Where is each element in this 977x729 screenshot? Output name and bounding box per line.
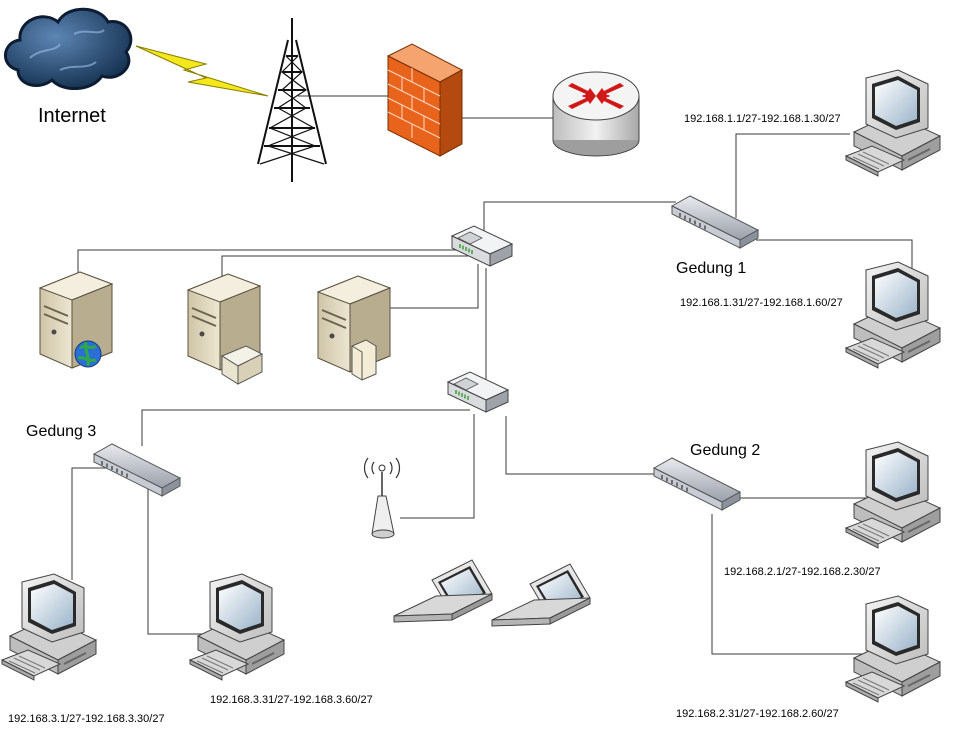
ip-range-label: 192.168.2.31/27-192.168.2.60/27 (676, 708, 839, 720)
workstation-icon (189, 573, 285, 681)
laptop-icon (393, 559, 493, 623)
lightning-icon (135, 45, 269, 97)
switch-gedung3-icon (93, 443, 181, 497)
ip-range-label: 192.168.3.31/27-192.168.3.60/27 (210, 694, 373, 706)
workstation-icon (845, 595, 941, 703)
gedung1-label: Gedung 1 (676, 260, 747, 277)
workstation-icon (1, 573, 97, 681)
firewall-icon (386, 43, 464, 157)
ip-range-label: 192.168.1.1/27-192.168.1.30/27 (684, 113, 841, 125)
gedung2-label: Gedung 2 (690, 442, 761, 459)
internet-cloud-icon (4, 7, 133, 91)
hub-icon (447, 371, 509, 413)
connection-lines (71, 95, 913, 655)
radio-tower-icon (257, 18, 327, 182)
mail-server-icon (187, 273, 264, 385)
hub-icon (451, 225, 513, 267)
workstation-icon (845, 441, 941, 549)
gedung3-label: Gedung 3 (26, 423, 97, 440)
web-server-icon (39, 271, 113, 369)
ip-range-label: 192.168.3.1/27-192.168.3.30/27 (8, 713, 165, 725)
ip-range-label: 192.168.2.1/27-192.168.2.30/27 (724, 566, 881, 578)
switch-gedung2-icon (653, 457, 741, 511)
switch-gedung1-icon (671, 195, 759, 249)
workstation-icon (845, 261, 941, 369)
wireless-access-point-icon (363, 457, 401, 539)
file-server-icon (317, 275, 391, 381)
ip-range-label: 192.168.1.31/27-192.168.1.60/27 (680, 297, 843, 309)
laptop-icon (491, 563, 591, 627)
internet-label: Internet (38, 105, 106, 127)
workstation-icon (845, 69, 941, 177)
router-icon (552, 71, 640, 157)
